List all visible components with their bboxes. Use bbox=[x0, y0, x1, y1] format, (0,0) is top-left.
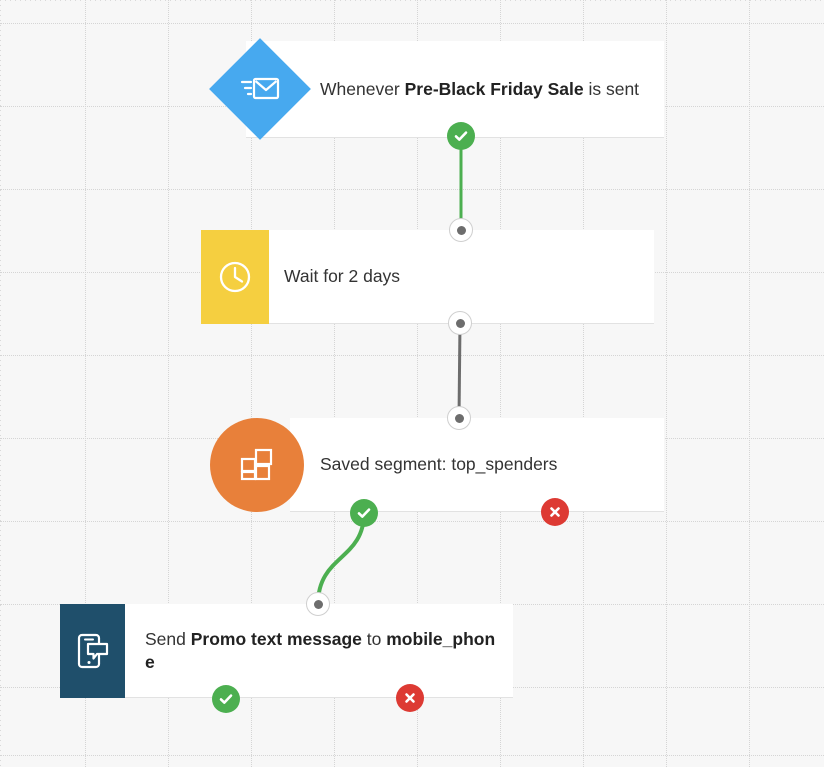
trigger-success-badge[interactable] bbox=[447, 122, 475, 150]
port-wait-in[interactable] bbox=[449, 218, 473, 242]
grid-line-horizontal bbox=[0, 355, 824, 357]
grid-line-vertical bbox=[85, 0, 87, 767]
node-wait-body: Wait for 2 days bbox=[201, 230, 654, 323]
grid-line-vertical bbox=[251, 0, 253, 767]
grid-line-horizontal bbox=[0, 189, 824, 191]
email-send-icon[interactable] bbox=[209, 38, 311, 140]
connector-wait-to-segment[interactable] bbox=[457, 322, 462, 419]
sms-text-middle: to bbox=[361, 628, 387, 649]
sms-success-badge[interactable] bbox=[212, 685, 240, 713]
sms-phone-icon[interactable] bbox=[60, 604, 125, 698]
trigger-campaign-name: Pre-Black Friday Sale bbox=[404, 78, 584, 99]
node-wait-label: Wait for 2 days bbox=[284, 266, 401, 286]
sms-field-name: mobile_phone bbox=[145, 628, 496, 672]
node-saved-segment[interactable]: Saved segment: top_spenders bbox=[290, 418, 664, 512]
grid-line-vertical bbox=[334, 0, 336, 767]
trigger-text-prefix: Whenever bbox=[320, 78, 405, 99]
node-trigger-email-sent[interactable]: Whenever Pre-Black Friday Sale is sent bbox=[246, 41, 664, 138]
grid-line-vertical bbox=[417, 0, 419, 767]
grid-line-horizontal bbox=[0, 755, 824, 757]
node-trigger-body: Whenever Pre-Black Friday Sale is sent bbox=[246, 41, 664, 137]
clock-icon[interactable] bbox=[201, 230, 269, 324]
segment-success-badge[interactable] bbox=[350, 499, 378, 527]
node-segment-body: Saved segment: top_spenders bbox=[290, 418, 664, 511]
port-wait-out[interactable] bbox=[448, 311, 472, 335]
grid-line-horizontal bbox=[0, 23, 824, 25]
sms-message-name: Promo text message bbox=[190, 628, 362, 649]
node-trigger-label: Whenever Pre-Black Friday Sale is sent bbox=[320, 78, 639, 101]
sms-error-badge[interactable] bbox=[396, 684, 424, 712]
node-sms-label: Send Promo text message to mobile_phone bbox=[145, 628, 497, 674]
grid-line-horizontal bbox=[0, 521, 824, 523]
node-send-sms[interactable]: Send Promo text message to mobile_phone bbox=[60, 604, 513, 698]
node-sms-body: Send Promo text message to mobile_phone bbox=[60, 604, 513, 697]
trigger-text-suffix: is sent bbox=[583, 78, 640, 99]
port-segment-in[interactable] bbox=[447, 406, 471, 430]
connector-segment-to-sms[interactable] bbox=[316, 511, 366, 606]
segment-blocks-icon[interactable] bbox=[210, 418, 304, 512]
grid-line-vertical bbox=[583, 0, 585, 767]
segment-error-badge[interactable] bbox=[541, 498, 569, 526]
grid-line-vertical bbox=[500, 0, 502, 767]
port-sms-in[interactable] bbox=[306, 592, 330, 616]
grid-line-vertical bbox=[749, 0, 751, 767]
grid-line-vertical bbox=[666, 0, 668, 767]
node-wait[interactable]: Wait for 2 days bbox=[201, 230, 654, 324]
grid-line-vertical bbox=[168, 0, 170, 767]
node-segment-label: Saved segment: top_spenders bbox=[320, 454, 558, 474]
sms-text-prefix: Send bbox=[145, 628, 191, 649]
